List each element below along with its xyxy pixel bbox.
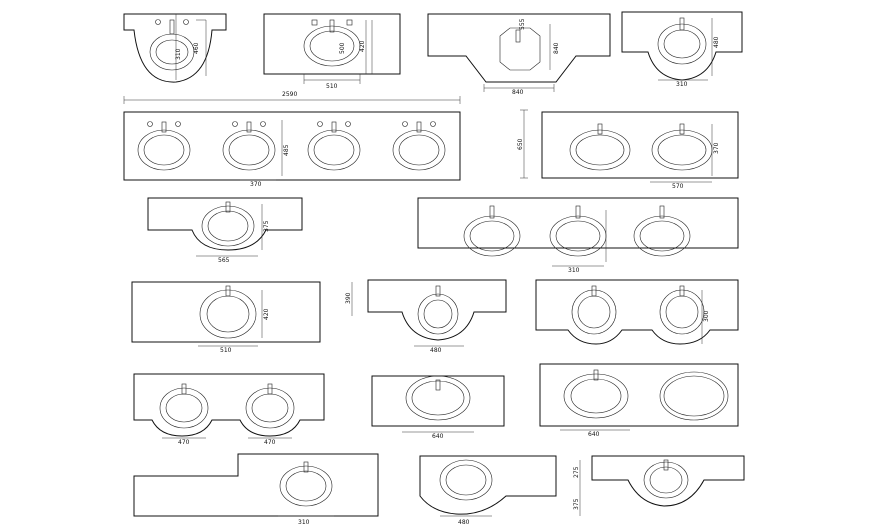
dim-label: 565	[218, 257, 230, 264]
plan-double-bowl: 470 470	[133, 373, 325, 446]
plan-oval-center: 640	[371, 375, 505, 440]
dim-label: 470	[264, 439, 276, 446]
plan-four-basin: 370 485	[123, 111, 461, 188]
plan-oval-pair: 640	[539, 363, 739, 438]
dim-label: 420	[263, 308, 270, 320]
plan-small-curve: 310 480	[621, 11, 743, 88]
plan-rect-round: 510 420	[131, 281, 321, 354]
dim-label: 480	[713, 36, 720, 48]
plan-rect-single: 510 420 500	[263, 13, 401, 90]
dim-label: 310	[568, 267, 580, 274]
plan-recess-single: 565 375	[147, 197, 303, 264]
dim-label: 310	[175, 48, 182, 60]
dim-label: 640	[588, 431, 600, 438]
dim-label: 480	[458, 519, 470, 526]
dim-label: 370	[250, 181, 262, 188]
dim-label: 2590	[282, 91, 297, 98]
dim-label: 375	[573, 498, 580, 510]
top-dim-line: 2590	[123, 91, 461, 104]
plan-curve-front: 480	[419, 455, 557, 526]
dim-label: 555	[519, 18, 526, 30]
dim-label: 840	[512, 89, 524, 96]
plan-double-oval: 650 570 370	[517, 109, 739, 190]
dim-label: 310	[298, 519, 310, 526]
plan-double-bay: 300	[535, 279, 739, 345]
plan-stepped: 310	[133, 453, 379, 526]
dim-label: 390	[345, 292, 352, 304]
dim-label: 480	[430, 347, 442, 354]
dim-label: 840	[553, 42, 560, 54]
plan-bay-front: 390 480	[345, 279, 507, 354]
dim-label: 470	[178, 439, 190, 446]
dim-label: 650	[517, 138, 524, 150]
dim-label: 275	[573, 466, 580, 478]
dim-label: 640	[432, 433, 444, 440]
plan-triple-oval: 310	[417, 197, 739, 274]
dim-label: 375	[263, 220, 270, 232]
dim-label: 510	[326, 83, 338, 90]
plan-corner-curve: 275 375	[573, 455, 745, 516]
plan-corner-round: 460 310	[123, 13, 227, 83]
dim-label: 460	[193, 42, 200, 54]
dim-label: 300	[703, 310, 710, 322]
dim-label: 500	[339, 42, 346, 54]
dim-label: 420	[359, 40, 366, 52]
plan-trapezoid: 840 840 555	[427, 13, 611, 96]
dim-label: 485	[283, 144, 290, 156]
dim-label: 510	[220, 347, 232, 354]
dim-label: 310	[676, 81, 688, 88]
dim-label: 570	[672, 183, 684, 190]
dim-label: 370	[713, 142, 720, 154]
